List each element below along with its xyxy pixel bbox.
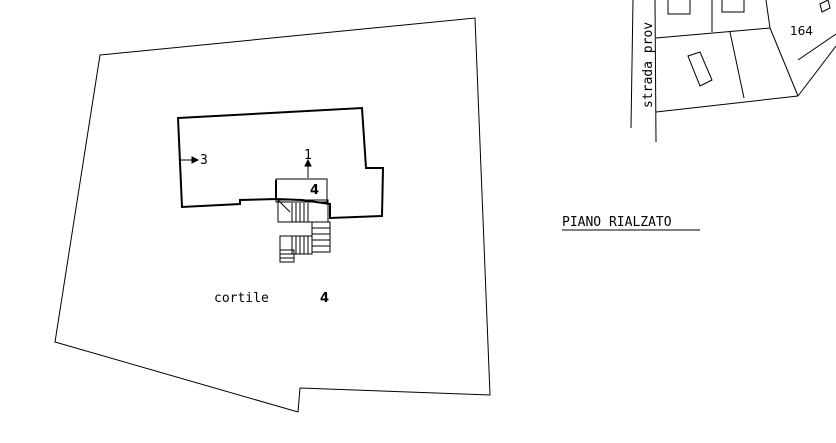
parcel-number-label: 164 xyxy=(790,24,813,38)
stair-room-block xyxy=(275,178,331,263)
courtyard-number-label: 4 xyxy=(320,291,329,306)
floor-label: PIANO RIALZATO xyxy=(562,215,672,230)
room-number-label: 4 xyxy=(310,183,319,198)
view-marker-1-label: 1 xyxy=(304,148,312,163)
view-arrow-3 xyxy=(180,156,200,164)
courtyard-label: cortile xyxy=(214,291,269,306)
courtyard-boundary xyxy=(54,17,491,413)
view-marker-3-label: 3 xyxy=(200,153,208,168)
view-arrow-1 xyxy=(304,158,312,178)
location-inset xyxy=(630,0,836,143)
street-label: strada prov xyxy=(641,22,656,108)
